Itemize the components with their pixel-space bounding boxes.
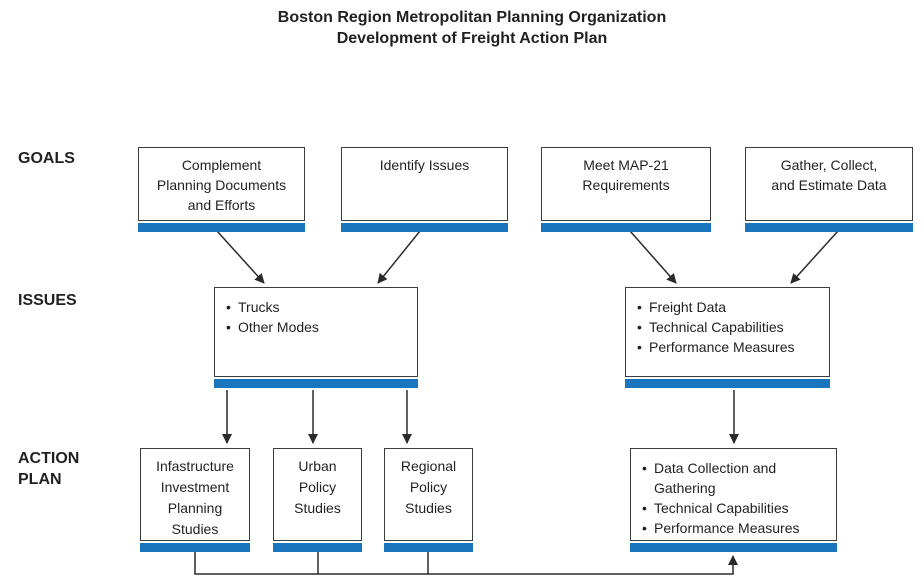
bullet-item: Performance Measures [641,518,830,538]
issues-box-data-body: Freight DataTechnical CapabilitiesPerfor… [625,287,830,377]
bullet-item: Performance Measures [636,337,823,357]
goal-box-complement-planning: Complement Planning Documents and Effort… [138,147,305,232]
title-line-2: Development of Freight Action Plan [336,30,608,47]
bullet-item: Technical Capabilities [641,498,830,518]
accent-bar [138,223,305,232]
row-label-goals: GOALS [18,150,75,167]
goal-box-gather-data: Gather, Collect, and Estimate Data [745,147,913,232]
issues-data-list: Freight DataTechnical CapabilitiesPerfor… [626,288,829,357]
accent-bar [273,543,362,552]
action-box-urban-policy-studies-text: Urban Policy Studies [273,448,362,541]
accent-bar [341,223,508,232]
accent-bar [745,223,913,232]
action-box-infrastructure-studies: Infastructure Investment Planning Studie… [140,448,250,552]
arrow-goal2-to-issues1 [377,230,421,284]
accent-bar [140,543,250,552]
arrow-goal1-to-issues1 [216,230,265,284]
bullet-item: Data Collection and Gathering [641,458,830,498]
action-data-collection-list: Data Collection and GatheringTechnical C… [631,449,836,538]
action-box-infrastructure-studies-text: Infastructure Investment Planning Studie… [140,448,250,541]
goal-box-gather-data-text: Gather, Collect, and Estimate Data [745,147,913,221]
bullet-item: Technical Capabilities [636,317,823,337]
arrow-goal4-to-issues2 [790,230,839,284]
goal-box-map21-requirements-text: Meet MAP-21 Requirements [541,147,711,221]
connector-actions-to-action4 [194,552,738,575]
accent-bar [214,379,418,388]
row-label-action-plan: ACTION PLAN [18,450,80,488]
action-box-regional-policy-studies: Regional Policy Studies [384,448,473,552]
arrow-goal3-to-issues2 [629,230,677,284]
action-box-data-collection: Data Collection and GatheringTechnical C… [630,448,837,552]
title-line-1: Boston Region Metropolitan Planning Orga… [277,9,667,26]
goal-box-identify-issues-text: Identify Issues [341,147,508,221]
issues-box-data: Freight DataTechnical CapabilitiesPerfor… [625,287,830,388]
accent-bar [630,543,837,552]
action-box-regional-policy-studies-text: Regional Policy Studies [384,448,473,541]
goal-box-identify-issues: Identify Issues [341,147,508,232]
action-box-urban-policy-studies: Urban Policy Studies [273,448,362,552]
bullet-item: Other Modes [225,317,411,337]
goal-box-complement-planning-text: Complement Planning Documents and Effort… [138,147,305,221]
accent-bar [384,543,473,552]
diagram-title: Boston Region Metropolitan Planning Orga… [20,7,924,49]
accent-bar [625,379,830,388]
issues-box-modes: TrucksOther Modes [214,287,418,388]
action-box-data-collection-body: Data Collection and GatheringTechnical C… [630,448,837,541]
issues-box-modes-body: TrucksOther Modes [214,287,418,377]
row-label-issues: ISSUES [18,292,77,309]
bullet-item: Trucks [225,297,411,317]
accent-bar [541,223,711,232]
goal-box-map21-requirements: Meet MAP-21 Requirements [541,147,711,232]
bullet-item: Freight Data [636,297,823,317]
issues-modes-list: TrucksOther Modes [215,288,417,337]
